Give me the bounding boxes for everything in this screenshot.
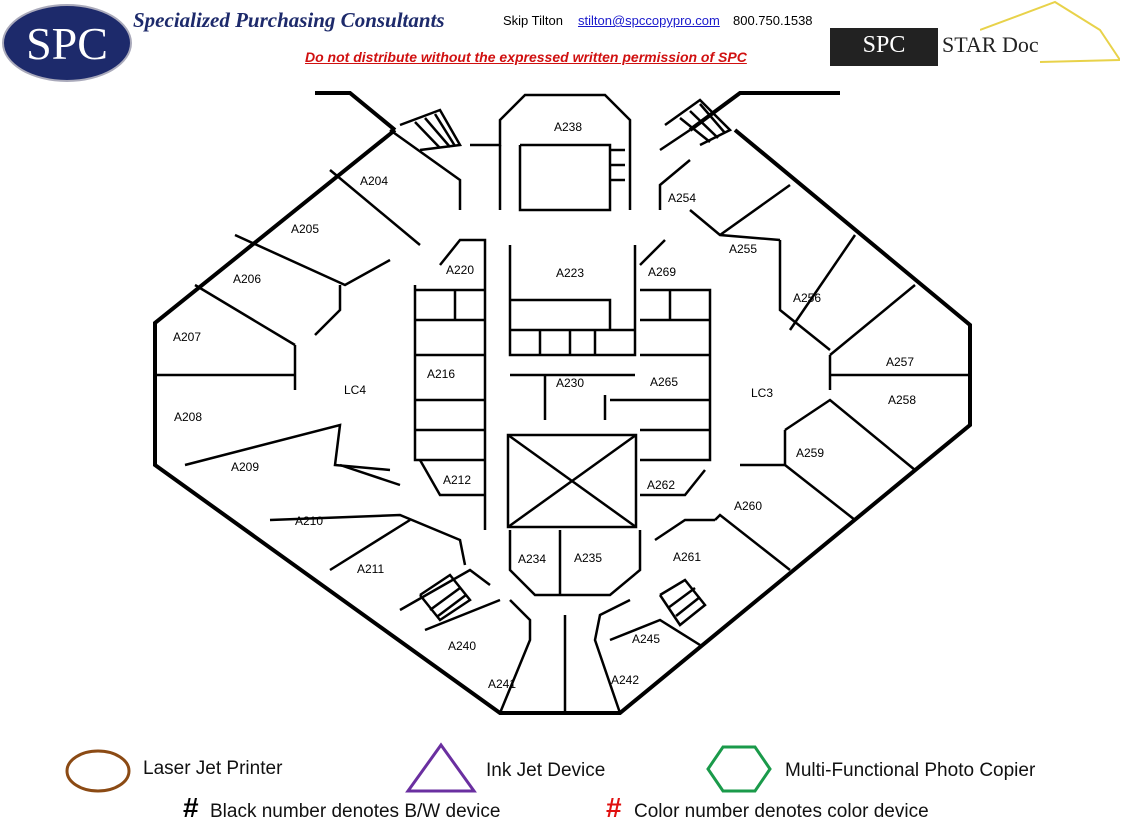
room-A223: A223 xyxy=(556,266,584,280)
room-A256: A256 xyxy=(793,291,821,305)
logo-text: SPC xyxy=(26,17,108,69)
room-A212: A212 xyxy=(443,473,471,487)
stardoc-logo: SPC STAR Doc xyxy=(830,0,1120,66)
legend-inkjet: Ink Jet Device xyxy=(486,760,606,781)
contact-name: Skip Tilton xyxy=(503,13,563,28)
legend-mfp: Multi-Functional Photo Copier xyxy=(785,760,1036,781)
laser-printer-circle-icon xyxy=(65,749,131,793)
room-A210: A210 xyxy=(295,514,323,528)
legend-bw-note: Black number denotes B/W device xyxy=(210,801,501,822)
stardoc-spc: SPC xyxy=(830,28,938,66)
interior-walls xyxy=(155,93,970,714)
stardoc-title: STAR Doc xyxy=(942,32,1039,57)
color-hash-symbol: # xyxy=(606,792,622,823)
room-A204: A204 xyxy=(360,174,388,188)
star-icon xyxy=(980,0,1120,63)
room-A245: A245 xyxy=(632,632,660,646)
room-LC4: LC4 xyxy=(344,383,366,397)
room-A205: A205 xyxy=(291,222,319,236)
contact-email-link[interactable]: stilton@spccopypro.com xyxy=(578,13,720,28)
room-A238: A238 xyxy=(554,120,582,134)
room-A262: A262 xyxy=(647,478,675,492)
floor-plan: A238 A204 A205 A206 A207 A208 A209 A210 … xyxy=(153,91,972,715)
company-name: Specialized Purchasing Consultants xyxy=(133,8,445,32)
room-A208: A208 xyxy=(174,410,202,424)
room-A258: A258 xyxy=(888,393,916,407)
room-A265: A265 xyxy=(650,375,678,389)
contact-phone: 800.750.1538 xyxy=(733,13,813,28)
room-A255: A255 xyxy=(729,242,757,256)
room-A220: A220 xyxy=(446,263,474,277)
room-A216: A216 xyxy=(427,367,455,381)
outer-walls xyxy=(153,91,972,715)
room-A242: A242 xyxy=(611,673,639,687)
legend-laser: Laser Jet Printer xyxy=(143,758,283,779)
room-A240: A240 xyxy=(448,639,476,653)
room-LC3: LC3 xyxy=(751,386,773,400)
room-A206: A206 xyxy=(233,272,261,286)
room-A259: A259 xyxy=(796,446,824,460)
room-A261: A261 xyxy=(673,550,701,564)
inkjet-triangle-icon xyxy=(405,742,477,793)
room-A211: A211 xyxy=(357,562,384,576)
room-A209: A209 xyxy=(231,460,259,474)
room-labels: A238 A204 A205 A206 A207 A208 A209 A210 … xyxy=(173,120,916,691)
room-A257: A257 xyxy=(886,355,914,369)
room-A254: A254 xyxy=(668,191,696,205)
distribution-warning: Do not distribute without the expressed … xyxy=(305,49,747,65)
spc-logo: SPC xyxy=(2,4,132,82)
room-A234: A234 xyxy=(518,552,546,566)
room-A269: A269 xyxy=(648,265,676,279)
room-A207: A207 xyxy=(173,330,201,344)
legend-color-note: Color number denotes color device xyxy=(634,801,929,822)
room-A260: A260 xyxy=(734,499,762,513)
mfp-hexagon-icon xyxy=(706,745,772,793)
room-A235: A235 xyxy=(574,551,602,565)
bw-hash-symbol: # xyxy=(183,792,199,823)
room-A230: A230 xyxy=(556,376,584,390)
room-A241: A241 xyxy=(488,677,516,691)
